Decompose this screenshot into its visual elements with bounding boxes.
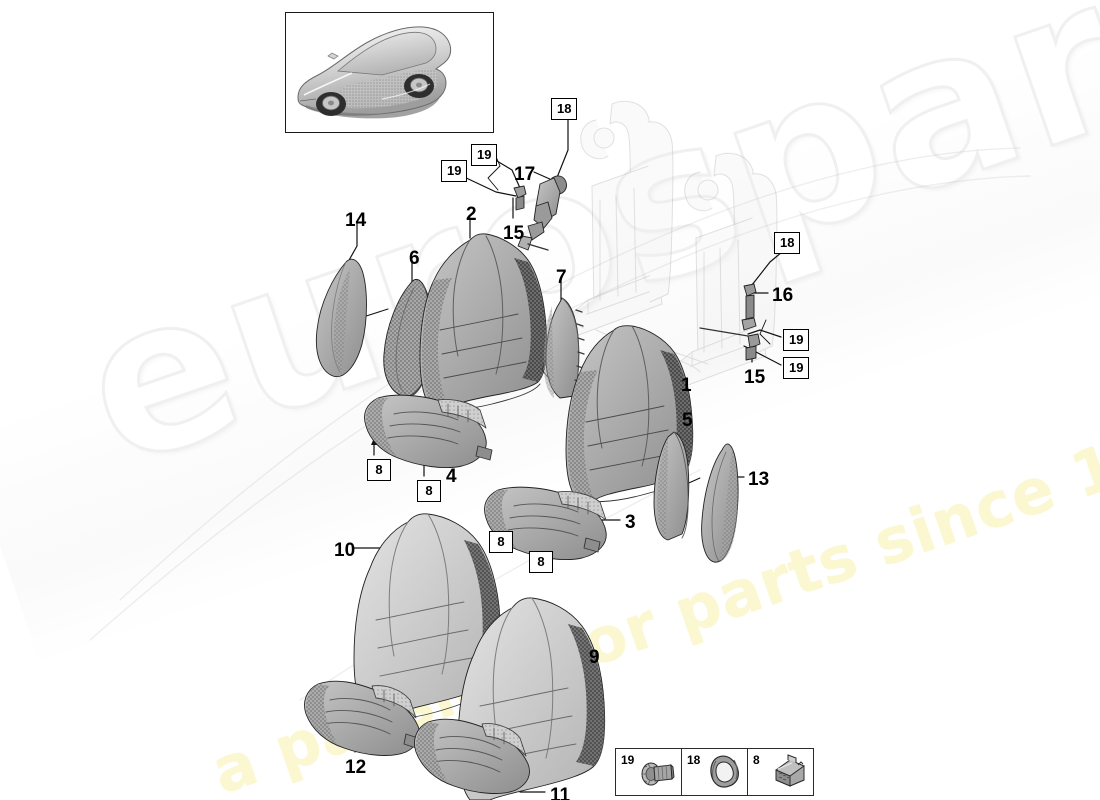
callout-box-19-b[interactable]: 19	[441, 160, 468, 182]
callout-box-18-upper[interactable]: 18	[551, 98, 578, 120]
part-5-shape	[653, 431, 690, 541]
part-4-shape	[364, 394, 493, 468]
callout-10[interactable]: 10	[334, 540, 356, 561]
callout-7[interactable]: 7	[556, 267, 567, 288]
callout-box-8-c[interactable]: 8	[489, 531, 513, 553]
callout-6[interactable]: 6	[409, 248, 420, 269]
callout-14[interactable]: 14	[345, 210, 367, 231]
part-3-shape	[484, 486, 607, 560]
callout-box-19-c[interactable]: 19	[783, 329, 810, 351]
callout-11[interactable]: 11	[550, 785, 571, 800]
callout-9[interactable]: 9	[589, 647, 600, 668]
vehicle-illustration	[297, 26, 452, 119]
oval-grommet-icon	[710, 755, 739, 788]
callout-box-19-d[interactable]: 19	[783, 357, 810, 379]
callout-13[interactable]: 13	[748, 469, 770, 490]
legend-box: 19 18 8	[615, 748, 814, 796]
hardware-cluster-right	[699, 283, 761, 361]
legend-item-8[interactable]: 8	[748, 749, 813, 795]
legend-number-8: 8	[753, 753, 760, 767]
part-2-shape	[419, 233, 548, 411]
part-11-shape	[414, 718, 530, 794]
callout-box-19-a[interactable]: 19	[471, 144, 498, 166]
callout-15-right[interactable]: 15	[744, 367, 766, 388]
callout-5[interactable]: 5	[682, 410, 693, 431]
part-12-shape	[304, 680, 420, 756]
vehicle-thumbnail-box	[285, 12, 494, 133]
legend-number-18: 18	[687, 753, 701, 767]
callout-12[interactable]: 12	[345, 757, 367, 778]
bracket-clip-icon	[775, 754, 805, 787]
callout-box-8-b[interactable]: 8	[417, 480, 441, 502]
legend-item-19[interactable]: 19	[616, 749, 682, 795]
hardware-cluster-left	[513, 175, 567, 251]
callout-16[interactable]: 16	[772, 285, 794, 306]
callout-15-left[interactable]: 15	[503, 223, 525, 244]
callout-4[interactable]: 4	[446, 466, 457, 487]
callout-box-18-right[interactable]: 18	[774, 232, 801, 254]
bolt-screw-icon	[641, 762, 675, 786]
callout-box-8-d[interactable]: 8	[529, 551, 553, 573]
part-13-shape	[701, 443, 739, 563]
callout-2[interactable]: 2	[466, 204, 477, 225]
legend-item-18[interactable]: 18	[682, 749, 748, 795]
part-14-shape	[315, 258, 367, 378]
callout-box-8-a[interactable]: 8	[367, 459, 391, 481]
legend-number-19: 19	[621, 753, 635, 767]
callout-3[interactable]: 3	[625, 512, 636, 533]
callout-17[interactable]: 17	[514, 164, 536, 185]
callout-1[interactable]: 1	[681, 375, 692, 396]
